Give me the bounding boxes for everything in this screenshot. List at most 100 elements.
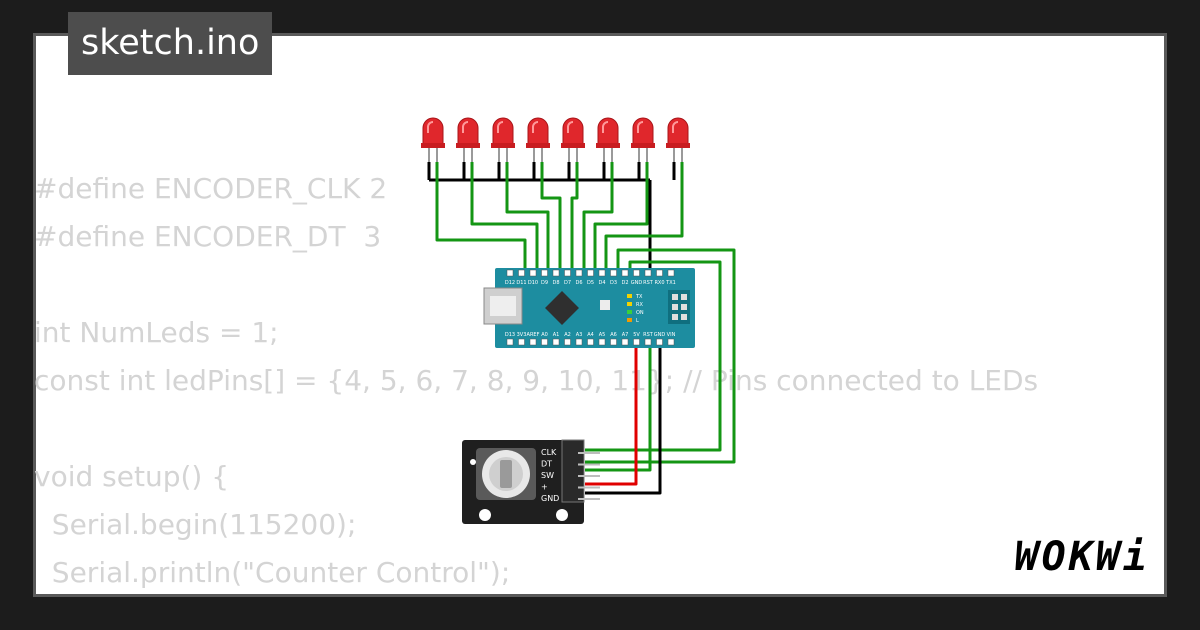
encoder-pin-label: CLK	[541, 448, 557, 457]
top-header-pin	[667, 269, 675, 277]
bottom-pin-label: A6	[610, 332, 617, 338]
bottom-header-pin	[610, 338, 617, 346]
mount-hole	[479, 509, 491, 521]
led-rim	[421, 143, 445, 148]
top-header-pin	[541, 269, 548, 277]
top-header-pin	[587, 269, 594, 277]
encoder-header	[561, 439, 585, 503]
led-signal-wire-8	[604, 162, 684, 268]
wires	[427, 162, 736, 495]
bottom-header-pin	[575, 338, 583, 346]
icsp-pin	[681, 304, 687, 310]
bottom-header-pin	[564, 338, 571, 346]
bottom-header-pin	[529, 338, 537, 346]
top-header-pin	[518, 269, 525, 277]
led-highlight	[462, 121, 469, 133]
led-rim	[666, 143, 690, 148]
top-pin-label: RST	[643, 280, 654, 286]
led-highlight	[637, 121, 644, 133]
wokwi-logo[interactable]: WOKWi	[1014, 534, 1150, 580]
led-rim	[526, 143, 550, 148]
board-pcb	[495, 268, 695, 348]
led-signal-wire-1	[435, 162, 527, 268]
led-rim	[561, 143, 585, 148]
led-highlight	[672, 121, 679, 133]
led-highlight	[497, 121, 504, 133]
led-signal-wire-5	[570, 162, 579, 268]
led-2	[456, 117, 480, 162]
top-pin-label: D6	[575, 280, 582, 286]
status-led-label: RX	[636, 302, 643, 308]
status-led-label: L	[636, 318, 639, 324]
top-header-pin	[575, 269, 583, 277]
encoder-gnd-wire	[585, 338, 662, 495]
led-highlight	[427, 121, 434, 133]
status-led	[627, 302, 632, 306]
top-header-pin	[633, 269, 640, 277]
led-4	[526, 117, 550, 162]
icsp-pin	[672, 304, 678, 310]
code-line: #define ENCODER_CLK 2	[34, 172, 388, 205]
led-rim	[631, 143, 655, 148]
bottom-pin-label: RST	[643, 332, 654, 338]
mcu-chip	[545, 291, 579, 325]
mount-hole	[470, 459, 476, 465]
top-pin-label: D7	[564, 280, 571, 286]
bottom-pin-label: A0	[541, 332, 548, 338]
bottom-pin-label: A2	[564, 332, 571, 338]
encoder-pin-label: GND	[541, 494, 559, 503]
top-pin-label: D4	[598, 280, 605, 286]
led-1	[421, 117, 445, 162]
status-led-label: ON	[636, 310, 644, 316]
bottom-header-pin	[518, 338, 525, 346]
bottom-header-pin	[552, 338, 560, 346]
icsp-pin	[672, 294, 678, 300]
mount-hole	[556, 509, 568, 521]
led-7	[631, 117, 655, 162]
sketch-title-tab[interactable]: sketch.ino	[68, 12, 273, 75]
bottom-pin-label: 3V3	[517, 332, 527, 338]
bottom-header-pin	[541, 338, 548, 346]
encoder-pin-label: +	[541, 483, 548, 492]
icsp-pin	[681, 314, 687, 320]
icsp-pin	[672, 314, 678, 320]
bottom-header-pin	[598, 338, 606, 346]
encoder-sw-wire	[585, 338, 652, 472]
top-pin-label: RX0	[654, 280, 664, 286]
led-rim	[596, 143, 620, 148]
bottom-header-pin	[633, 338, 640, 346]
led-rim	[456, 143, 480, 148]
led-signal-wire-6	[582, 162, 614, 268]
bottom-header-pin	[644, 338, 652, 346]
top-header-pin	[564, 269, 571, 277]
top-pin-label: TX1	[665, 280, 676, 286]
led-highlight	[567, 121, 574, 133]
top-pin-label: D10	[528, 280, 538, 286]
code-line: #define ENCODER_DT 3	[34, 220, 382, 253]
led-8	[666, 117, 690, 162]
top-header-pin	[552, 269, 560, 277]
encoder-clk-wire	[585, 248, 736, 464]
led-highlight	[532, 121, 539, 133]
top-header-pin	[506, 269, 514, 277]
top-pin-label: D2	[621, 280, 628, 286]
top-pin-label: D5	[587, 280, 594, 286]
led-highlight	[602, 121, 609, 133]
bottom-pin-label: A5	[599, 332, 606, 338]
led-5	[561, 117, 585, 162]
led-6	[596, 117, 620, 162]
top-header-pin	[621, 269, 629, 277]
top-header-pin	[610, 269, 617, 277]
top-pin-label: D3	[610, 280, 617, 286]
encoder-dt-wire	[585, 260, 722, 452]
top-header-pin	[529, 269, 537, 277]
status-led	[627, 318, 632, 322]
usb-port	[490, 296, 516, 316]
code-line: const int ledPins[] = {4, 5, 6, 7, 8, 9,…	[34, 364, 1039, 397]
bottom-header-pin	[621, 338, 629, 346]
top-pin-label: D8	[552, 280, 559, 286]
led-signal-wire-4	[540, 162, 562, 268]
bottom-pin-label: VIN	[667, 332, 676, 338]
bottom-pin-label: 5V	[633, 332, 640, 338]
